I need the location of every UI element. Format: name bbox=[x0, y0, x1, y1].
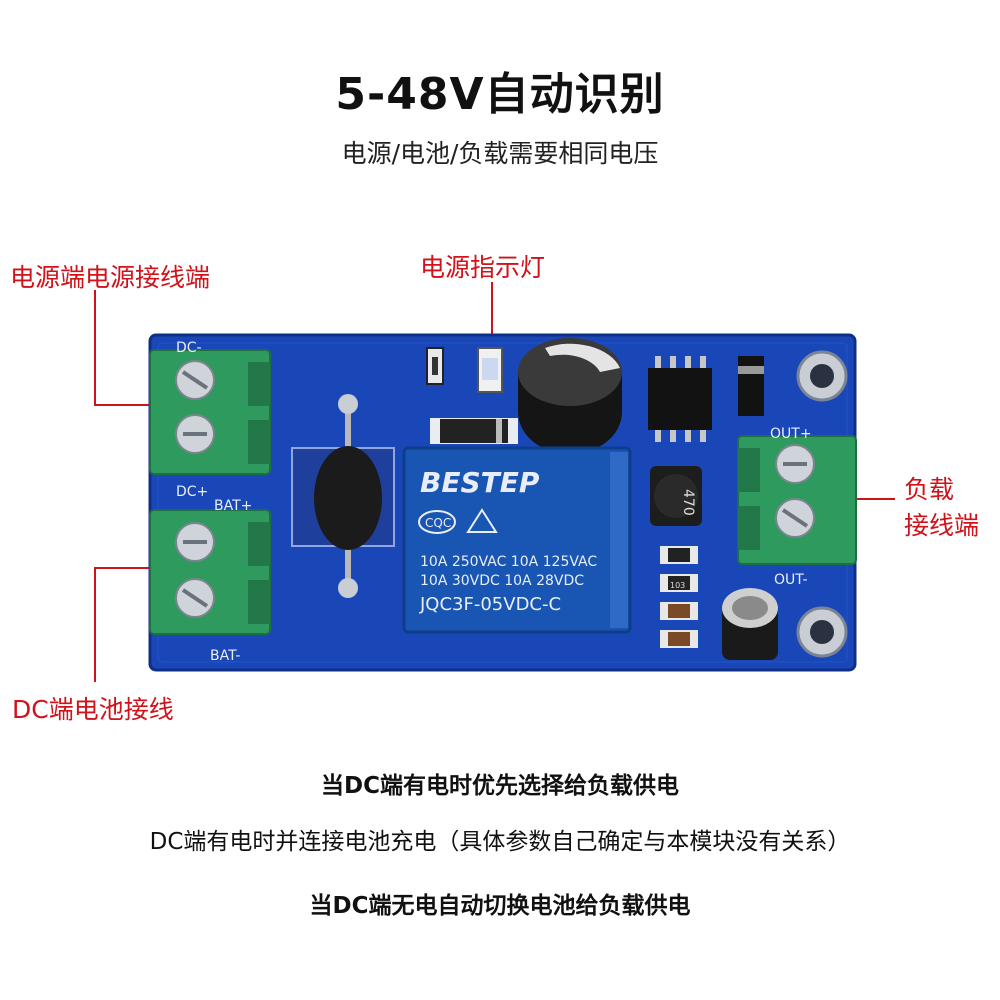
relay-cert: CQC bbox=[425, 516, 451, 530]
silk-bat-plus: BAT+ bbox=[214, 498, 252, 514]
battery-terminal-block bbox=[149, 509, 271, 635]
callout-battery: DC端电池接线 bbox=[12, 695, 174, 724]
callout-load-line1: 负载 bbox=[904, 475, 955, 504]
page-subtitle: 电源/电池/负载需要相同电压 bbox=[341, 139, 659, 168]
footer-line3: 当DC端无电自动切换电池给负载供电 bbox=[309, 893, 691, 919]
callout-power-input: 电源端电源接线端 bbox=[10, 263, 211, 292]
capacitor-large bbox=[518, 338, 622, 454]
diode bbox=[430, 418, 518, 444]
mounting-holes bbox=[796, 350, 848, 658]
relay-rating-line2: 10A 30VDC 10A 28VDC bbox=[420, 573, 584, 589]
dc-terminal-block bbox=[149, 349, 271, 475]
silk-out-plus: OUT+ bbox=[770, 426, 812, 442]
silk-dc-minus: DC- bbox=[176, 340, 202, 356]
inductor-470 bbox=[650, 466, 702, 526]
footer-line2: DC端有电时并连接电池充电（具体参数自己确定与本模块没有关系） bbox=[149, 829, 851, 855]
relay-rating-line1: 10A 250VAC 10A 125VAC bbox=[420, 554, 597, 570]
diode-small bbox=[738, 356, 764, 416]
page-title: 5-48V自动识别 bbox=[335, 69, 665, 120]
output-terminal-block bbox=[737, 435, 857, 565]
relay-model: JQC3F-05VDC-C bbox=[419, 594, 561, 615]
callout-load-line2: 接线端 bbox=[904, 511, 980, 540]
silk-bat-minus: BAT- bbox=[210, 648, 240, 664]
silk-dc-plus: DC+ bbox=[176, 484, 208, 500]
power-led bbox=[477, 347, 503, 393]
ic-chip bbox=[648, 356, 712, 442]
capacitor-small bbox=[722, 588, 778, 660]
relay bbox=[402, 446, 632, 634]
common-mode-choke bbox=[291, 394, 395, 598]
footer-line1: 当DC端有电时优先选择给负载供电 bbox=[321, 773, 679, 799]
resistor-marking: 103 bbox=[670, 581, 685, 590]
silk-out-minus: OUT- bbox=[774, 572, 808, 588]
smd-resistors bbox=[660, 546, 698, 648]
warning-triangle-icon bbox=[466, 508, 498, 533]
callout-power-indicator: 电源指示灯 bbox=[420, 253, 546, 282]
relay-brand: BESTEP bbox=[420, 466, 540, 499]
inductor-marking: 470 bbox=[680, 489, 696, 516]
